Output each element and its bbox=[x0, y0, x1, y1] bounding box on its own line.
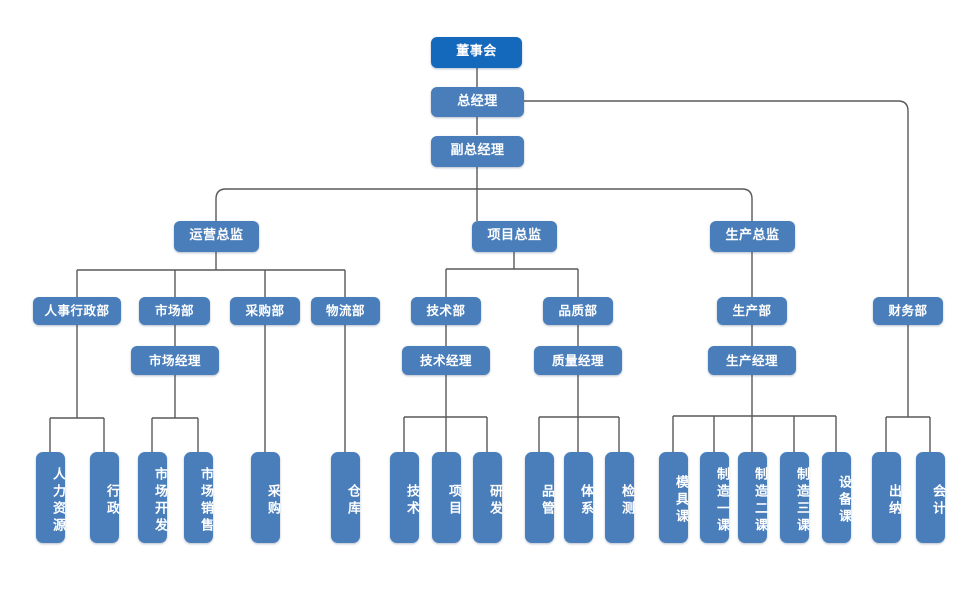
node-manager-production[interactable]: 生产经理 bbox=[708, 346, 796, 375]
node-team-manufacturing-2[interactable]: 制造二课 bbox=[738, 452, 767, 543]
node-dept-technology[interactable]: 技术部 bbox=[411, 297, 481, 325]
node-team-warehouse[interactable]: 仓库 bbox=[331, 452, 360, 543]
edge-gm-finance bbox=[524, 100, 909, 297]
node-team-equipment[interactable]: 设备课 bbox=[822, 452, 851, 543]
node-dept-logistics[interactable]: 物流部 bbox=[311, 297, 380, 325]
node-team-human-resources[interactable]: 人力资源 bbox=[36, 452, 65, 543]
node-team-market-development[interactable]: 市场开发 bbox=[138, 452, 167, 543]
node-team-purchase[interactable]: 采购 bbox=[251, 452, 280, 543]
node-dept-purchasing[interactable]: 采购部 bbox=[230, 297, 300, 325]
node-team-accounting[interactable]: 会计 bbox=[916, 452, 945, 543]
node-team-project[interactable]: 项目 bbox=[432, 452, 461, 543]
node-team-market-sales[interactable]: 市场销售 bbox=[184, 452, 213, 543]
node-board[interactable]: 董事会 bbox=[431, 37, 522, 68]
node-team-system[interactable]: 体系 bbox=[564, 452, 593, 543]
node-dept-marketing[interactable]: 市场部 bbox=[139, 297, 210, 325]
node-director-production[interactable]: 生产总监 bbox=[710, 221, 795, 252]
edge-bus-ops bbox=[215, 188, 227, 221]
node-team-mold[interactable]: 模具课 bbox=[659, 452, 688, 543]
node-team-cashier[interactable]: 出纳 bbox=[872, 452, 901, 543]
node-dept-hr-admin[interactable]: 人事行政部 bbox=[33, 297, 121, 325]
node-team-manufacturing-3[interactable]: 制造三课 bbox=[780, 452, 809, 543]
node-team-administration[interactable]: 行政 bbox=[90, 452, 119, 543]
node-manager-marketing[interactable]: 市场经理 bbox=[131, 346, 219, 375]
node-team-inspection[interactable]: 检测 bbox=[605, 452, 634, 543]
node-team-research-development[interactable]: 研发 bbox=[473, 452, 502, 543]
node-team-quality-control[interactable]: 品管 bbox=[525, 452, 554, 543]
node-dept-production[interactable]: 生产部 bbox=[717, 297, 787, 325]
node-director-operations[interactable]: 运营总监 bbox=[174, 221, 259, 252]
node-team-technology[interactable]: 技术 bbox=[390, 452, 419, 543]
node-team-manufacturing-1[interactable]: 制造一课 bbox=[700, 452, 729, 543]
node-dept-finance[interactable]: 财务部 bbox=[873, 297, 943, 325]
edge-bus-production bbox=[741, 188, 753, 221]
node-director-project[interactable]: 项目总监 bbox=[472, 221, 557, 252]
node-deputy-general-manager[interactable]: 副总经理 bbox=[431, 136, 524, 167]
node-dept-quality[interactable]: 品质部 bbox=[543, 297, 613, 325]
node-general-manager[interactable]: 总经理 bbox=[431, 87, 524, 117]
node-manager-technology[interactable]: 技术经理 bbox=[402, 346, 490, 375]
node-manager-quality[interactable]: 质量经理 bbox=[534, 346, 622, 375]
